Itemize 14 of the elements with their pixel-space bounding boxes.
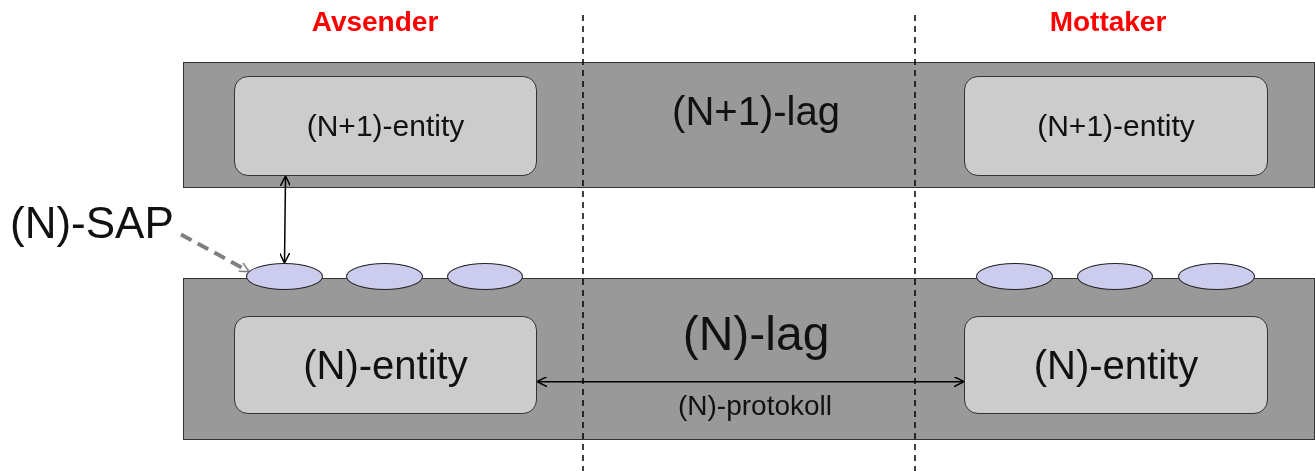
sap-label: (N)-SAP <box>10 198 180 250</box>
entity-box: (N)-entity <box>234 316 537 414</box>
entity-box: (N+1)-entity <box>234 76 537 176</box>
entity-box: (N+1)-entity <box>964 76 1268 176</box>
side-heading: Mottaker <box>1049 6 1167 38</box>
layer-label: (N)-lag <box>682 305 830 361</box>
arrow <box>536 375 965 388</box>
layer-band <box>183 278 1315 440</box>
layer-label: (N+1)-lag <box>672 88 840 134</box>
arrow <box>180 232 250 273</box>
arrow <box>278 175 292 264</box>
entity-box: (N)-entity <box>964 316 1268 414</box>
layer-band <box>183 62 1315 188</box>
side-heading: Avsender <box>311 6 439 38</box>
